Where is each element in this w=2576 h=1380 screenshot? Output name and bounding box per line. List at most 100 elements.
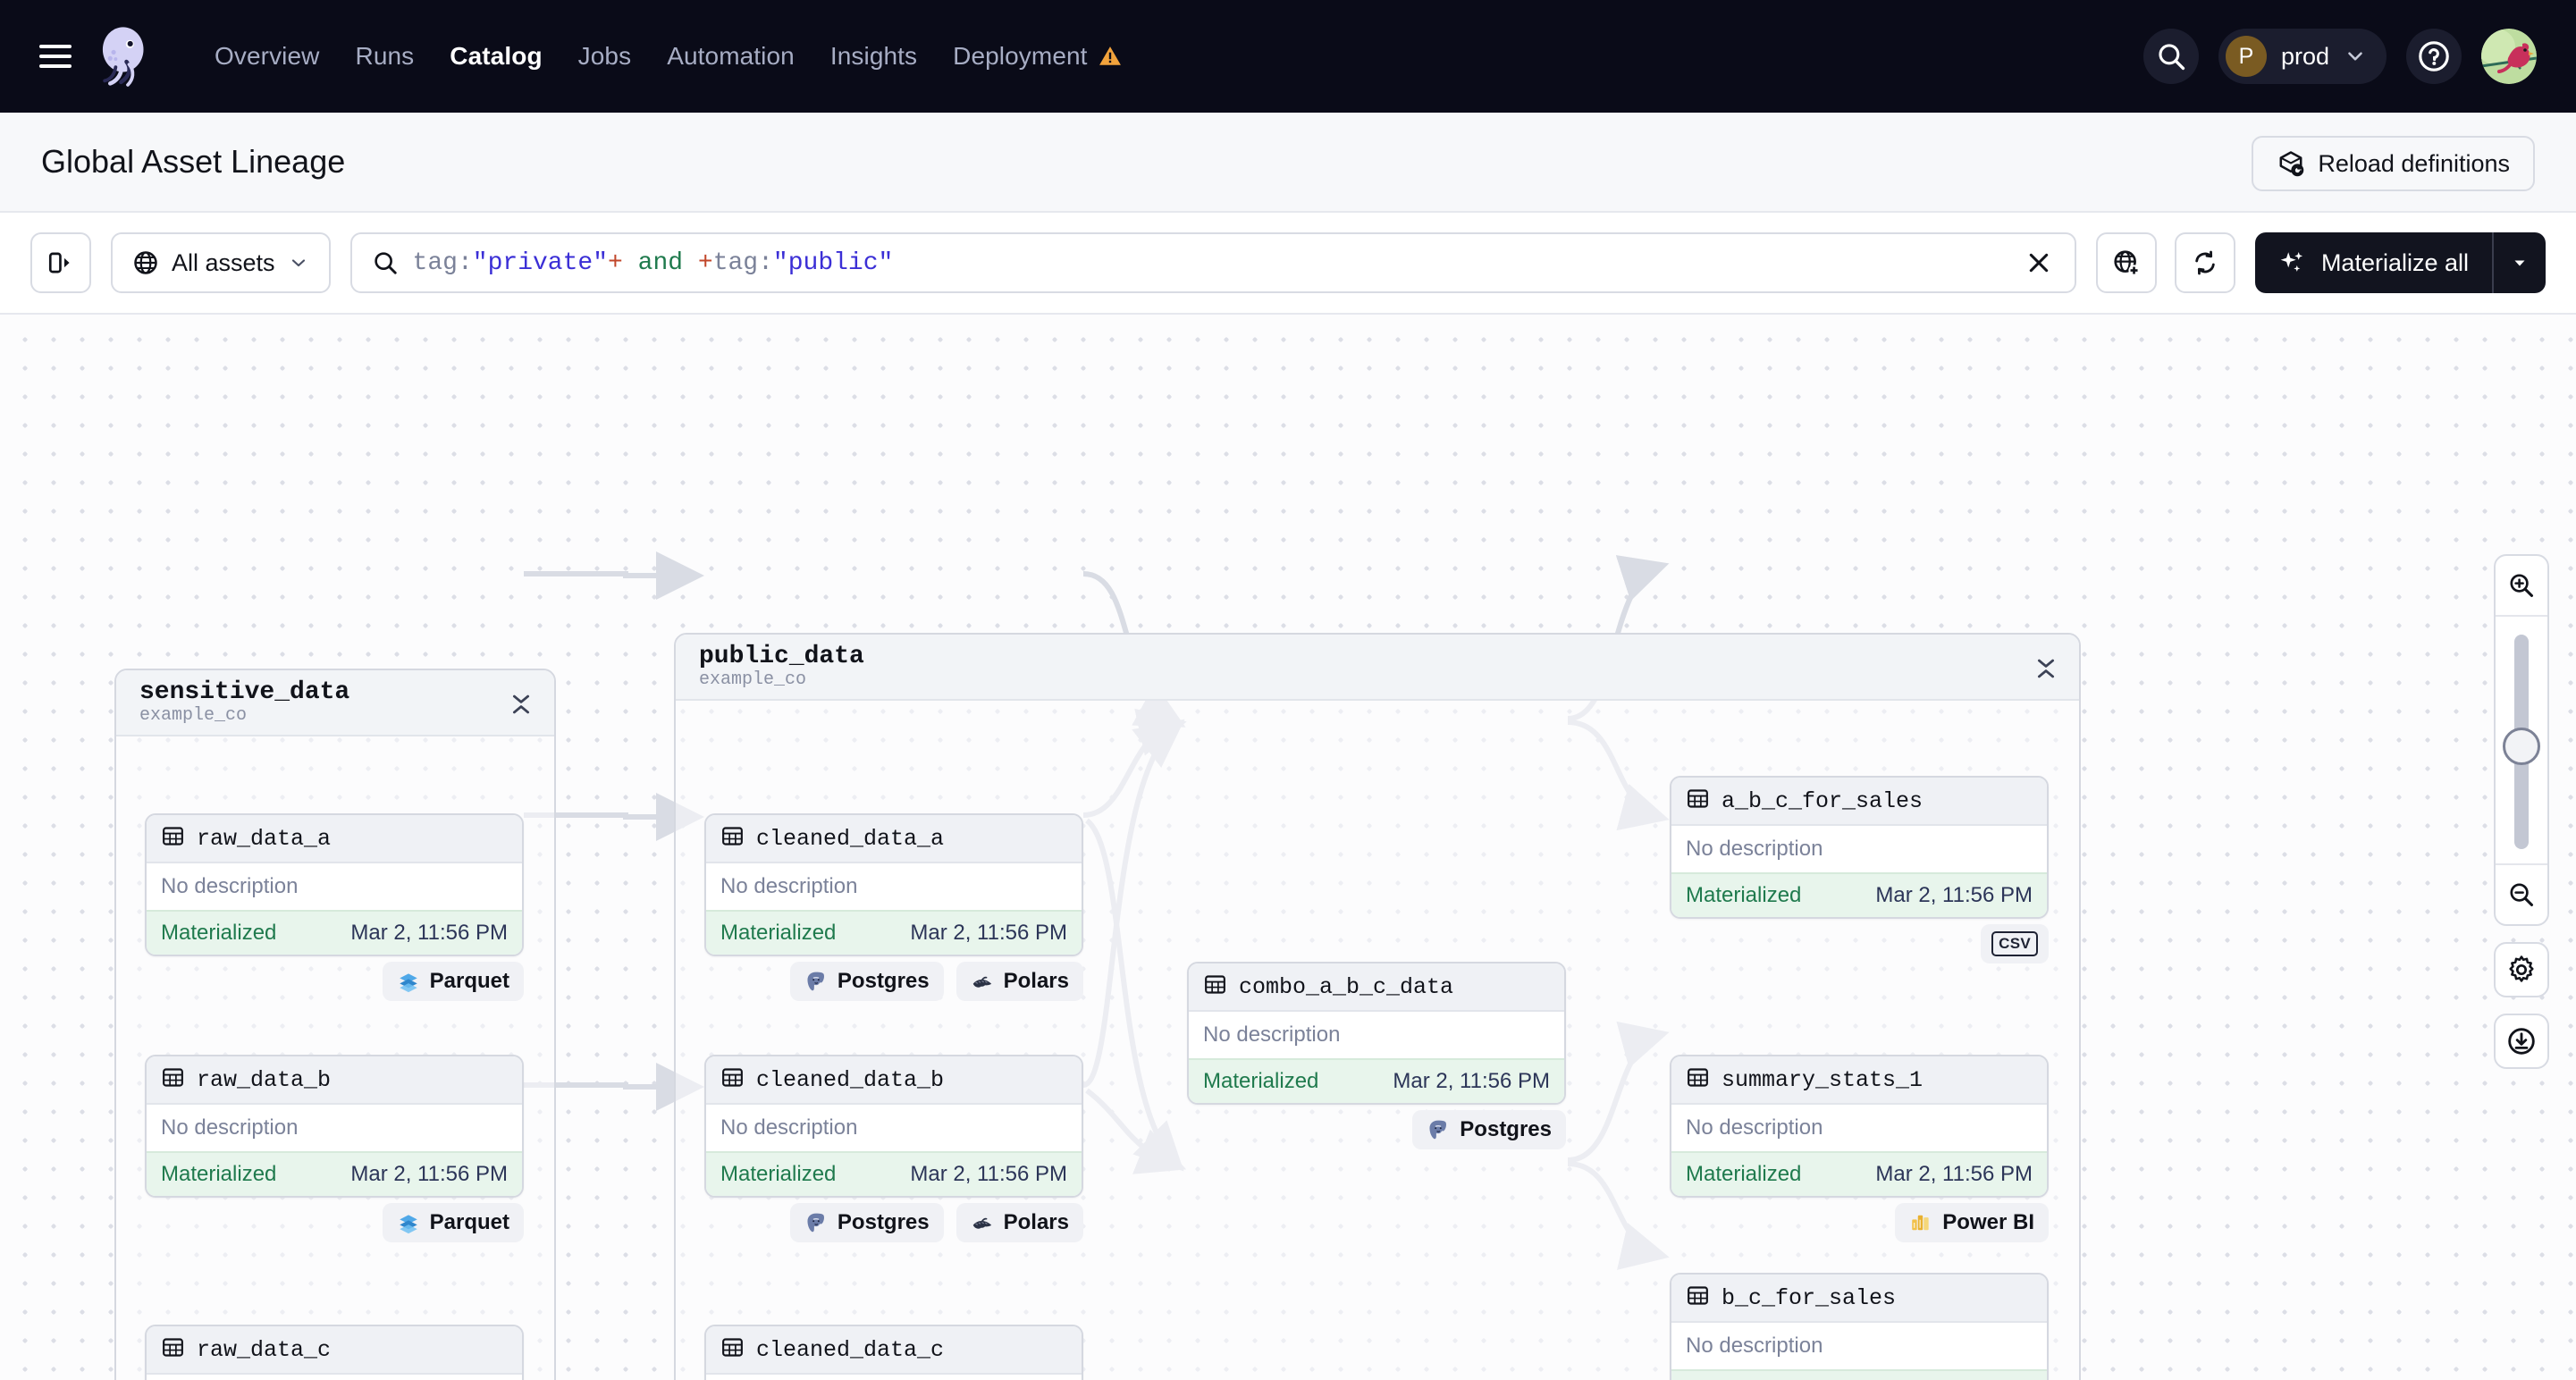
asset-group-sensitive-data[interactable]: sensitive_data example_co [114,669,556,1380]
asset-tag-csv[interactable]: CSV [1981,924,2049,963]
reload-definitions-button[interactable]: Reload definitions [2252,136,2535,191]
asset-node-description: No description [720,874,858,898]
table-icon [1203,972,1227,1001]
user-avatar[interactable] [2481,29,2537,84]
asset-tag-parquet[interactable]: Parquet [382,962,524,1001]
edge-raw-a-cleaned-a [524,551,704,600]
edge-raw-b-cleaned-b [524,793,704,841]
nav-link-deployment-label: Deployment [953,42,1088,70]
asset-group-public-data[interactable]: public_data example_co [674,633,2081,1380]
download-circle-icon [2508,1028,2535,1055]
asset-node-header: a_b_c_for_sales [1671,778,2047,826]
globe-icon [134,251,157,274]
zoom-to-fit-button[interactable] [2494,1014,2549,1069]
help-button[interactable] [2406,29,2462,84]
collapse-vertical-icon[interactable] [509,692,533,721]
asset-tag-parquet[interactable]: Parquet [382,1203,524,1242]
asset-group-subtitle: example_co [699,669,807,691]
clear-query-button[interactable] [2019,243,2058,282]
table-icon [1686,1283,1710,1312]
asset-tag-label: Parquet [429,1210,509,1234]
asset-tag-label: Postgres [1460,1117,1552,1141]
parquet-icon [397,1211,420,1234]
materialize-all-button[interactable]: Materialize all [2255,232,2494,293]
all-assets-filter-button[interactable]: All assets [111,232,331,293]
materialize-all-label: Materialize all [2320,248,2469,276]
query-token: tag [712,248,759,277]
asset-node-description: No description [161,874,299,898]
zoom-out-button[interactable] [2496,865,2547,924]
asset-node-raw_data_c[interactable]: raw_data_cNo descriptionMaterializedMar … [145,1325,524,1380]
nav-link-jobs[interactable]: Jobs [577,42,632,70]
asset-tag-polars[interactable]: Polars [955,1203,1083,1242]
zoom-controls [2494,554,2549,1069]
table-icon [1686,787,1710,815]
table-icon [720,824,745,853]
nav-link-runs[interactable]: Runs [355,42,415,70]
asset-node-timestamp: Mar 2, 11:56 PM [1393,1069,1550,1093]
asset-node-timestamp: Mar 2, 11:56 PM [1875,883,2033,907]
asset-node-cleaned_data_c[interactable]: cleaned_data_cNo descriptionMaterialized… [704,1325,1083,1380]
zoom-slider-handle[interactable] [2503,728,2540,765]
nav-link-insights[interactable]: Insights [829,42,918,70]
query-token: and [637,248,684,277]
nav-link-overview[interactable]: Overview [215,42,320,70]
zoom-in-button[interactable] [2496,556,2547,615]
asset-node-status: Materialized [1686,1162,1802,1186]
materialize-all-dropdown[interactable] [2494,232,2546,293]
asset-tag-label: Postgres [837,969,930,993]
hamburger-icon[interactable] [39,45,72,68]
asset-node-tags: Power BI [1670,1203,2049,1242]
postgres-icon [804,970,828,993]
query-token: tag [412,248,458,277]
dagster-logo-icon[interactable] [91,22,159,90]
asset-node-tags: Postgres [1187,1110,1566,1149]
asset-node-status: Materialized [161,1162,277,1186]
nav-link-deployment[interactable]: Deployment [935,33,1139,80]
sidebar-toggle-button[interactable] [30,232,91,293]
zoom-slider[interactable] [2496,615,2547,865]
table-icon [1686,1065,1710,1094]
table-icon [720,1065,745,1094]
lineage-canvas[interactable]: sensitive_data example_co public_data ex… [0,315,2576,1380]
asset-tag-postgres[interactable]: Postgres [789,962,944,1001]
refresh-button[interactable] [2174,232,2235,293]
global-search-button[interactable] [2142,29,2199,84]
asset-node-header: combo_a_b_c_data [1189,963,1564,1012]
asset-node-tags: Parquet [145,1203,524,1242]
asset-node-timestamp: Mar 2, 11:56 PM [1875,1162,2033,1186]
asset-tag-power-bi[interactable]: Power BI [1895,1203,2049,1242]
chevron-down-icon [2348,52,2362,61]
postgres-icon [804,1211,828,1234]
query-token [683,249,698,277]
zoom-in-icon [2510,574,2534,598]
deployment-selector[interactable]: P prod [2218,29,2387,84]
search-icon [374,252,397,274]
lineage-settings-button[interactable] [2494,942,2549,997]
gear-icon [2509,955,2534,982]
nav-link-catalog[interactable]: Catalog [450,42,543,70]
close-icon [2029,253,2049,273]
asset-tag-postgres[interactable]: Postgres [1412,1110,1566,1149]
polars-icon [971,1211,994,1234]
asset-tag-postgres[interactable]: Postgres [789,1203,944,1242]
asset-node-name: cleaned_data_c [756,1336,945,1363]
collapse-vertical-icon[interactable] [2034,656,2058,686]
asset-node-header: cleaned_data_b [706,1056,1082,1105]
asset-node-timestamp: Mar 2, 11:56 PM [910,921,1067,945]
asset-tag-polars[interactable]: Polars [955,962,1083,1001]
globe-add-button[interactable] [2095,232,2157,293]
asset-query-input[interactable]: tag:"private"+ and +tag:"public" [349,232,2076,293]
nav-link-automation[interactable]: Automation [667,42,795,70]
